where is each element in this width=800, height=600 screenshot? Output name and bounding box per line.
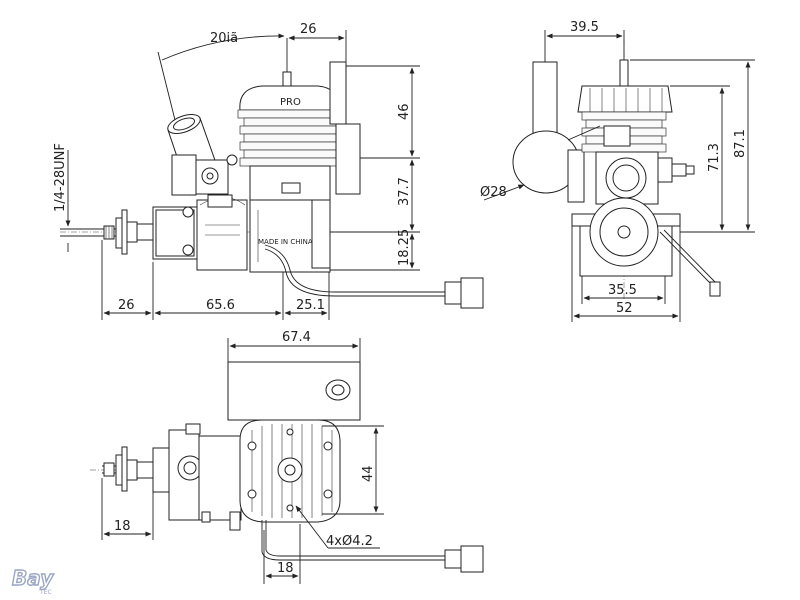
- dim-crank-to-bottom-label: 18.25: [397, 229, 412, 266]
- dim-rear-top-width-label: 39.5: [570, 20, 599, 35]
- dim-rear-heights: 71.3 87.1: [630, 59, 755, 233]
- rear-exhaust: [512, 61, 585, 203]
- prop-shaft: [102, 209, 160, 255]
- top-crankcase: [168, 423, 242, 531]
- dim-thread: 1/4-28UNF: [53, 143, 102, 252]
- dim-rear-widths: 35.5 52: [571, 226, 681, 322]
- rear-body: [595, 151, 695, 205]
- dim-top-bottom: 18: [263, 524, 301, 584]
- dim-top-width: 67.4: [227, 330, 361, 362]
- cylinder-head: PRO MADE IN CHINA: [237, 56, 341, 273]
- dim-prop-length-label: 26: [118, 298, 135, 313]
- dim-top-height-label: 44: [361, 465, 376, 482]
- rear-head: [577, 59, 673, 153]
- dim-rear-diameter: Ø28: [480, 125, 601, 201]
- side-view: PRO MADE IN CHINA: [53, 22, 484, 320]
- dim-total-height-label: 87.1: [733, 129, 748, 158]
- top-ignition-lead: [261, 520, 484, 573]
- baytec-logo: Bay TEC: [11, 565, 55, 596]
- top-cylinder-head: [239, 419, 341, 523]
- dim-thread-label: 1/4-28UNF: [53, 143, 68, 212]
- dim-top-offset-label: 26: [300, 22, 317, 37]
- top-muffler: [227, 361, 361, 421]
- dim-top-left: 18: [101, 478, 154, 540]
- pro-label: PRO: [280, 97, 301, 108]
- rear-mount: [571, 197, 721, 297]
- dim-top-left-label: 18: [114, 519, 131, 534]
- top-view: 67.4 44 18 18 4xØ4.2: [90, 330, 484, 584]
- dim-crank-to-head-label: 37.7: [397, 177, 412, 206]
- dim-holes-label: 4xØ4.2: [326, 534, 373, 549]
- dim-head-height-label: 46: [397, 103, 412, 120]
- made-in-china-label: MADE IN CHINA: [258, 238, 313, 246]
- dim-diameter-label: Ø28: [480, 185, 507, 200]
- dim-body-length-label: 65.6: [206, 298, 235, 313]
- dim-rear-length-label: 25.1: [296, 298, 325, 313]
- dim-heights: 46 37.7 18.25: [330, 65, 420, 271]
- dim-top-holes: 4xØ4.2: [295, 505, 380, 549]
- crankcase-front: [152, 197, 248, 271]
- dim-lengths: 26 65.6 25.1: [101, 240, 330, 320]
- dim-total-width-label: 52: [616, 301, 633, 316]
- dim-angle-label: 20iã: [210, 31, 238, 46]
- dim-top-height: 44: [322, 425, 384, 515]
- top-prop-shaft: [102, 446, 170, 493]
- ignition-lead: [264, 244, 484, 309]
- logo-text: Bay: [12, 566, 54, 590]
- rear-view: 39.5 71.3 87.1 Ø28 35.5 52: [480, 20, 755, 322]
- logo-subtext: TEC: [39, 589, 52, 596]
- dim-angle: 20iã: [157, 31, 288, 121]
- dim-top-offset: 26: [288, 22, 347, 62]
- exhaust-pipe: [329, 61, 361, 195]
- dim-top-bottom-label: 18: [277, 561, 294, 576]
- dim-mount-width-label: 35.5: [608, 283, 637, 298]
- carburetor: [167, 113, 238, 208]
- dim-top-width-label: 67.4: [282, 330, 311, 345]
- dim-rear-top-width: 39.5: [544, 20, 625, 62]
- dim-shaft-height-label: 71.3: [707, 143, 722, 172]
